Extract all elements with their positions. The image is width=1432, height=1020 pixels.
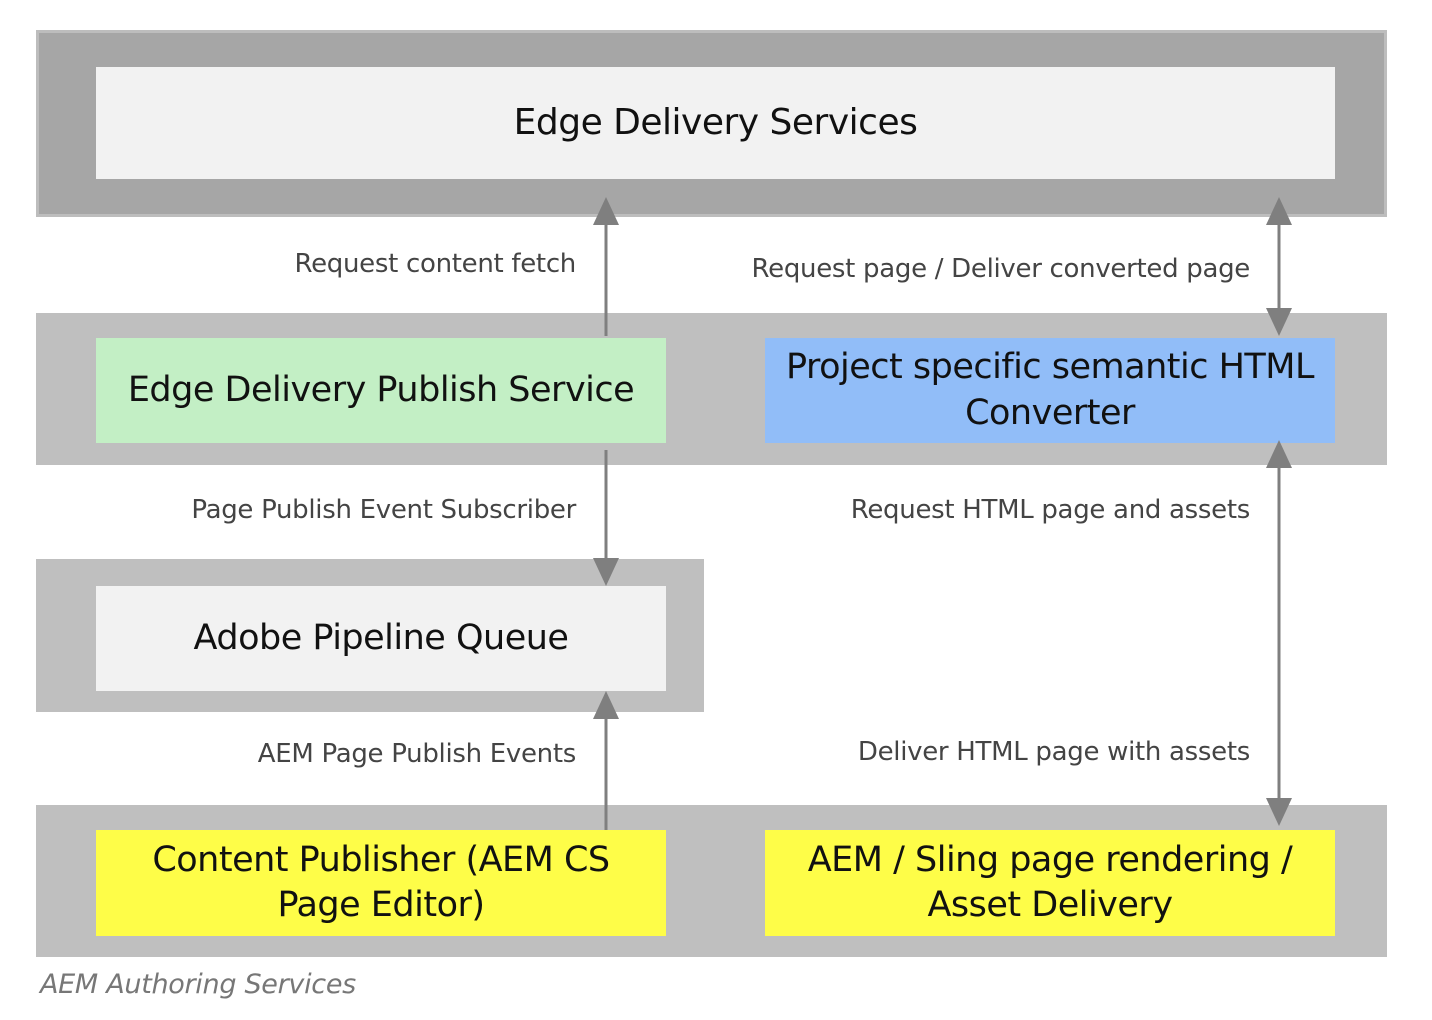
arrow-event-subscriber <box>593 450 619 586</box>
publish-service-box: Edge Delivery Publish Service <box>96 338 666 443</box>
content-publisher-box: Content Publisher (AEM CS Page Editor) <box>96 830 666 936</box>
arrow-request-page <box>1266 197 1292 336</box>
html-converter-box: Project specific semantic HTML Converter <box>765 338 1335 443</box>
authoring-services-caption: AEM Authoring Services <box>40 969 356 1000</box>
request-content-fetch-label: Request content fetch <box>294 249 576 279</box>
request-page-label: Request page / Deliver converted page <box>751 254 1251 284</box>
request-html-label: Request HTML page and assets <box>850 495 1251 525</box>
pipeline-queue-box: Adobe Pipeline Queue <box>96 586 666 691</box>
edge-delivery-services-box: Edge Delivery Services <box>96 67 1335 179</box>
deliver-html-label: Deliver HTML page with assets <box>857 737 1250 767</box>
publish-events-label: AEM Page Publish Events <box>257 739 577 769</box>
event-subscriber-label: Page Publish Event Subscriber <box>191 495 576 525</box>
arrow-request-html <box>1266 440 1292 826</box>
sling-rendering-box: AEM / Sling page rendering / Asset Deliv… <box>765 830 1335 936</box>
arrow-publish-events <box>593 691 619 830</box>
arrow-content-fetch <box>593 197 619 336</box>
